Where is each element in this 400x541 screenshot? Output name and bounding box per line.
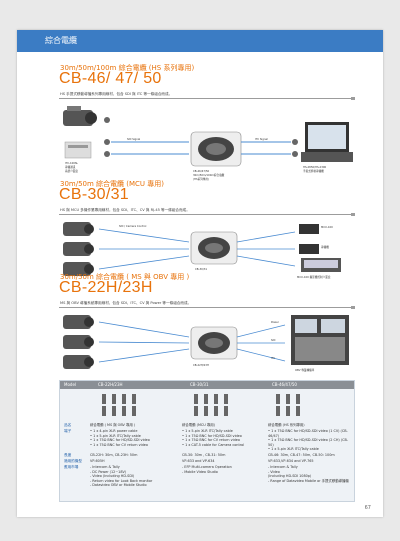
table-header: CB-30/31 <box>190 382 209 387</box>
section-subtitle: 30m/50m/100m 綜合電纜 (HS 系列專用) <box>60 64 195 72</box>
spec-table: Model CB-22H/23H CB-30/31 CB-46/47/50 品名… <box>59 380 355 502</box>
table-header: CB-46/47/50 <box>272 382 297 387</box>
section-subtitle: 30m/50m 綜合電纜 (MCU 專用) <box>60 180 164 188</box>
svg-text:CB-30/31: CB-30/31 <box>195 267 207 271</box>
svg-text:SDI / Camera Control: SDI / Camera Control <box>119 224 147 228</box>
section-description: HS 手提式移動導播系列專用線材，包含 SDI 與 ITC 等一條組合而成。 <box>60 92 173 96</box>
cable-reel-icon <box>190 131 242 167</box>
svg-text:系統介面盒: 系統介面盒 <box>65 169 78 173</box>
camera-icon <box>63 222 94 276</box>
table-header-row: Model CB-22H/23H CB-30/31 CB-46/47/50 <box>60 381 354 389</box>
switcher-laptop-icon <box>301 122 353 162</box>
connection-diagram-1: ITC-100SL 導播通訊 系統介面盒 SDI Signal CB-46/47… <box>63 106 353 181</box>
section-description: MS 與 OBV 導播系統專用線材，包含 SDI、ITC、CV 與 Power … <box>60 301 192 305</box>
svg-text:ITC-100SL: ITC-100SL <box>65 161 79 165</box>
itc-box-icon <box>64 141 92 159</box>
svg-text:OBV 專業轉播車: OBV 專業轉播車 <box>295 368 315 372</box>
section-title: CB-30/31 <box>59 186 129 203</box>
section-subtitle: 30m/50m 綜合電纜 ( MS 與 OBV 專用 ) <box>60 273 190 281</box>
connector-icon <box>102 394 300 416</box>
header-title: 綜合電纜 <box>45 36 77 45</box>
connection-diagram-2: SDI / Camera Control CB-30/31 MCU-100 導播… <box>63 222 341 279</box>
svg-text:導播通訊: 導播通訊 <box>65 165 76 169</box>
switcher-laptop-icon <box>301 258 341 272</box>
svg-text:SDI Signal: SDI Signal <box>127 137 140 141</box>
cable-reel-icon <box>190 231 238 265</box>
svg-text:ITC Signal: ITC Signal <box>255 137 268 141</box>
divider <box>59 306 355 309</box>
catalog-page: 綜合電纜 30m/50m/100m 綜合電纜 (HS 系列專用) CB-46/ … <box>17 30 383 517</box>
cable-images-row <box>102 394 300 416</box>
section-description: HS 與 MCU 多機作業專用線材，包含 SDI、ITC、CV 與 RJ-45 … <box>60 208 190 212</box>
svg-text:SDI: SDI <box>271 338 276 342</box>
svg-text:ITC: ITC <box>271 356 275 360</box>
section-header-bar: 綜合電纜 <box>17 30 383 52</box>
table-header: CB-22H/23H <box>98 382 123 387</box>
svg-text:Power: Power <box>271 320 280 324</box>
page-number: 67 <box>364 505 371 511</box>
mcu-box-icon <box>299 224 319 254</box>
camera-icon <box>63 315 94 369</box>
table-header: Model <box>64 382 77 387</box>
svg-text:CB-22H/23H: CB-22H/23H <box>193 363 209 367</box>
svg-text:導播機: 導播機 <box>321 245 329 249</box>
section-title: CB-46/ 47/ 50 <box>59 70 162 87</box>
divider <box>59 213 355 216</box>
divider <box>59 97 355 100</box>
svg-text:30m/50m/100m綜合電纜: 30m/50m/100m綜合電纜 <box>193 173 225 177</box>
cable-reel-icon <box>190 326 238 360</box>
obv-rack-icon <box>291 315 349 365</box>
svg-text:MCU-100 攝影機控制介面盒: MCU-100 攝影機控制介面盒 <box>297 275 331 279</box>
svg-text:MCU-100: MCU-100 <box>321 225 333 229</box>
svg-text:手提式移動導播機: 手提式移動導播機 <box>303 169 324 173</box>
camera-icon <box>63 106 97 126</box>
svg-text:(HS系列專用): (HS系列專用) <box>193 177 209 181</box>
section-title: CB-22H/23H <box>59 279 153 296</box>
connection-diagram-3: CB-22H/23H Power SDI ITC OBV 專業轉播車 <box>63 315 349 372</box>
svg-text:CB-46/47/50: CB-46/47/50 <box>193 169 210 173</box>
svg-text:HS-2850/HS-2300: HS-2850/HS-2300 <box>303 165 326 169</box>
